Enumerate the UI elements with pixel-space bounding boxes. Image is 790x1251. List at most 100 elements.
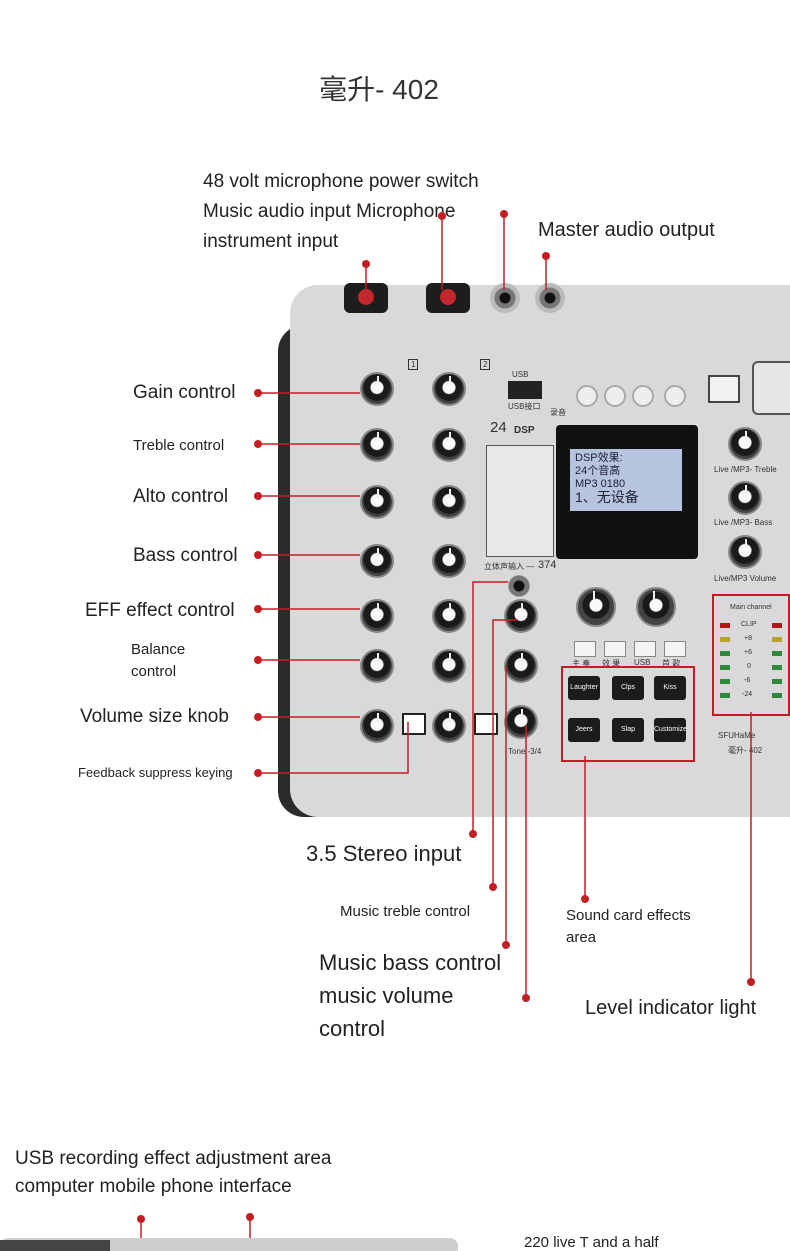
sfx-slap-button[interactable]: Slap: [612, 718, 644, 742]
label-alto: Alto control: [133, 486, 229, 507]
label-master-output: Master audio output: [538, 219, 715, 241]
stereo-3-5-jack[interactable]: [508, 575, 530, 597]
ch1-volume-knob[interactable]: [360, 709, 394, 743]
ch2-eff-knob[interactable]: [432, 599, 466, 633]
ch2-feedback-button[interactable]: [474, 713, 498, 735]
led-clip-right: [772, 623, 782, 628]
effect-knob-left[interactable]: [576, 587, 616, 627]
label-treble: Treble control: [133, 437, 225, 454]
label-sound-card-2: area: [566, 929, 597, 946]
lcd-display: DSP效果: 24个音高 MP3 0180 1、无设备: [570, 449, 682, 511]
mode-label-usb: USB: [634, 658, 651, 667]
sfx-clap-button[interactable]: Clps: [612, 676, 644, 700]
ch1-mid-knob[interactable]: [360, 485, 394, 519]
ch1-balance-knob[interactable]: [360, 649, 394, 683]
level-meters: Main channel CLIP +8 +6 0 -6 -24: [712, 594, 790, 716]
music-treble-knob[interactable]: [504, 599, 538, 633]
main-channel-label: Main channel: [730, 604, 772, 611]
led-plus8-left: [720, 637, 730, 642]
xlr-input-2[interactable]: [426, 283, 470, 313]
prev-track-button[interactable]: [604, 385, 626, 407]
mode-button-main[interactable]: [574, 641, 596, 657]
meter-label-minus6: -6: [744, 677, 751, 684]
sfx-customize-button[interactable]: Customize: [654, 718, 687, 742]
led-minus24-right: [772, 693, 782, 698]
live-volume-label: Live/MP3 Volume: [714, 574, 777, 583]
meter-label-zero: 0: [747, 663, 751, 670]
bottom-device-connectors: [0, 1240, 110, 1251]
live-bass-knob[interactable]: [728, 481, 762, 515]
label-live-t: 220 live T and a half: [524, 1234, 659, 1251]
live-volume-knob[interactable]: [728, 535, 762, 569]
ch2-treble-knob[interactable]: [432, 428, 466, 462]
channel-2-tag: 2: [480, 359, 491, 370]
usb-port-label: USB接口: [508, 402, 541, 411]
meter-label-minus24: -24: [742, 691, 753, 698]
effect-knob-right[interactable]: [636, 587, 676, 627]
record-label: 录音: [550, 408, 566, 417]
ch2-mid-knob[interactable]: [432, 485, 466, 519]
sfx-kiss-button[interactable]: Kiss: [654, 676, 686, 700]
meter-label-plus8: +8: [744, 635, 752, 642]
mode-button-usb[interactable]: [634, 641, 656, 657]
sfx-jeers-button[interactable]: Jeers: [568, 718, 600, 742]
music-volume-knob[interactable]: [504, 705, 538, 739]
ch1-feedback-button[interactable]: [402, 713, 426, 735]
label-usb-recording: USB recording effect adjustment area: [15, 1148, 332, 1169]
led-plus8-right: [772, 637, 782, 642]
usb-b-port[interactable]: [708, 375, 740, 403]
mode-label-effect: 效 果: [602, 659, 621, 668]
ch2-balance-knob[interactable]: [432, 649, 466, 683]
mixer-device: 1 2 USB USB接口 录音 24 DSP 立体声输入 — 374 Tone…: [278, 283, 790, 817]
play-pause-button[interactable]: [576, 385, 598, 407]
led-minus6-left: [720, 679, 730, 684]
ch1-bass-knob[interactable]: [360, 544, 394, 578]
led-minus24-left: [720, 693, 730, 698]
ch2-volume-knob[interactable]: [432, 709, 466, 743]
master-out-jack[interactable]: [535, 283, 565, 313]
label-level-light: Level indicator light: [585, 997, 757, 1019]
live-treble-label: Live /MP3- Treble: [714, 465, 777, 474]
ch1-eff-knob[interactable]: [360, 599, 394, 633]
led-clip-left: [720, 623, 730, 628]
stereo-in-number: 374: [538, 559, 557, 571]
label-balance-2: control: [131, 663, 177, 680]
led-zero-right: [772, 665, 782, 670]
led-minus6-right: [772, 679, 782, 684]
led-zero-left: [720, 665, 730, 670]
dsp-logo: DSP: [514, 425, 535, 436]
live-treble-knob[interactable]: [728, 427, 762, 461]
music-bass-knob[interactable]: [504, 649, 538, 683]
sfx-laughter-button[interactable]: Laughter: [568, 676, 600, 700]
label-balance-1: Balance: [131, 641, 186, 658]
lcd-line-3: MP3 0180: [575, 478, 626, 490]
mode-label-song: 首 歌: [662, 659, 681, 668]
ch2-gain-knob[interactable]: [432, 372, 466, 406]
ch2-bass-knob[interactable]: [432, 544, 466, 578]
mode-button-effect[interactable]: [604, 641, 626, 657]
label-feedback: Feedback suppress keying: [78, 765, 233, 780]
meter-label-clip: CLIP: [741, 621, 757, 628]
ch1-treble-knob[interactable]: [360, 428, 394, 462]
lcd-screen: DSP效果: 24个音高 MP3 0180 1、无设备: [556, 425, 698, 559]
xlr-input-1[interactable]: [344, 283, 388, 313]
label-stereo-input: 3.5 Stereo input: [306, 841, 462, 866]
label-instrument-input: instrument input: [203, 231, 339, 252]
label-eff: EFF effect control: [85, 600, 235, 621]
channel-1-tag: 1: [408, 359, 419, 370]
usb-a-port[interactable]: [508, 381, 542, 399]
page-title: 毫升- 402: [319, 74, 439, 105]
ch1-gain-knob[interactable]: [360, 372, 394, 406]
label-phantom-power: 48 volt microphone power switch: [203, 171, 479, 192]
label-music-bass: Music bass control: [319, 950, 502, 975]
mode-round-button[interactable]: [664, 385, 686, 407]
bottom-device-strip: [0, 1238, 458, 1251]
label-music-treble: Music treble control: [340, 903, 471, 920]
label-bass: Bass control: [133, 545, 238, 566]
mode-button-song[interactable]: [664, 641, 686, 657]
brand-label: SFUHaMe: [718, 731, 756, 740]
phone-jack-panel[interactable]: [752, 361, 790, 415]
usb-label: USB: [512, 370, 529, 379]
instrument-jack[interactable]: [490, 283, 520, 313]
next-track-button[interactable]: [632, 385, 654, 407]
